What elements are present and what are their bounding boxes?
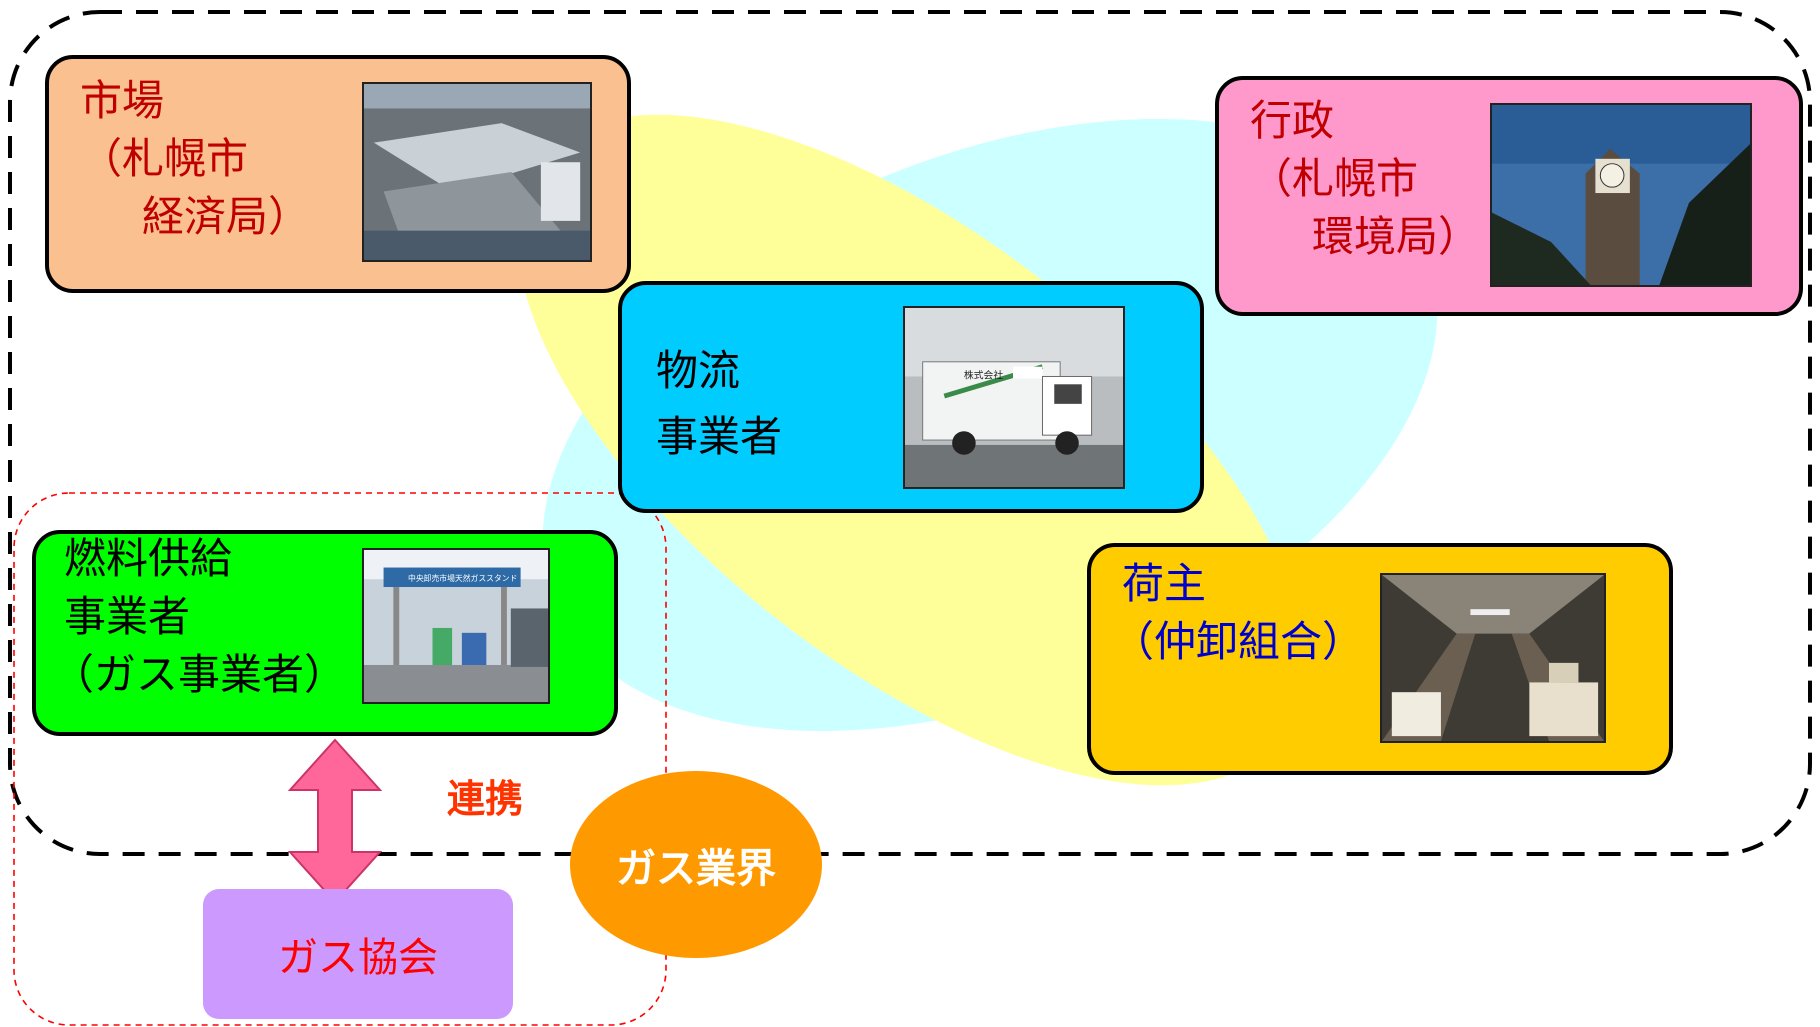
government-label-1: 行政 (1250, 96, 1335, 145)
gas-industry: ガス業界 (570, 771, 822, 958)
fuel-label-1: 燃料供給 (64, 534, 233, 583)
gas-association: ガス協会 (203, 889, 513, 1019)
market-label-2: （札幌市 (80, 134, 249, 183)
gas-group-boundary (13, 492, 667, 1026)
collaboration-label: 連携 (447, 777, 524, 821)
shipper-label-1: 荷主 (1122, 559, 1207, 608)
logistics-label-1: 物流 (656, 346, 741, 395)
fuel-photo: 中央卸売市場天然ガススタンド (362, 548, 550, 704)
government-label-3: 環境局） (1270, 212, 1481, 261)
market-photo (362, 82, 592, 262)
logistics-label-2: 事業者 (656, 412, 783, 461)
gas-station-sign-text: 中央卸売市場天然ガススタンド (408, 573, 517, 583)
shipper-label-2: （仲卸組合） (1112, 617, 1365, 666)
market-label-1: 市場 (80, 76, 165, 125)
government-label-2: （札幌市 (1250, 154, 1419, 203)
gas-association-label: ガス協会 (278, 935, 438, 981)
fuel-label-2: 事業者 (64, 592, 191, 641)
logistics-photo: 株式会社 (903, 306, 1125, 489)
shipper-photo (1380, 573, 1606, 743)
fuel-label-3: （ガス事業者） (52, 650, 347, 699)
truck-sign-text: 株式会社 (964, 368, 1003, 381)
market-label-3: 経済局） (100, 192, 311, 241)
double-arrow (287, 738, 383, 904)
stakeholder-boundary (8, 10, 1812, 856)
government-photo (1490, 103, 1752, 287)
gas-industry-label: ガス業界 (616, 845, 776, 892)
